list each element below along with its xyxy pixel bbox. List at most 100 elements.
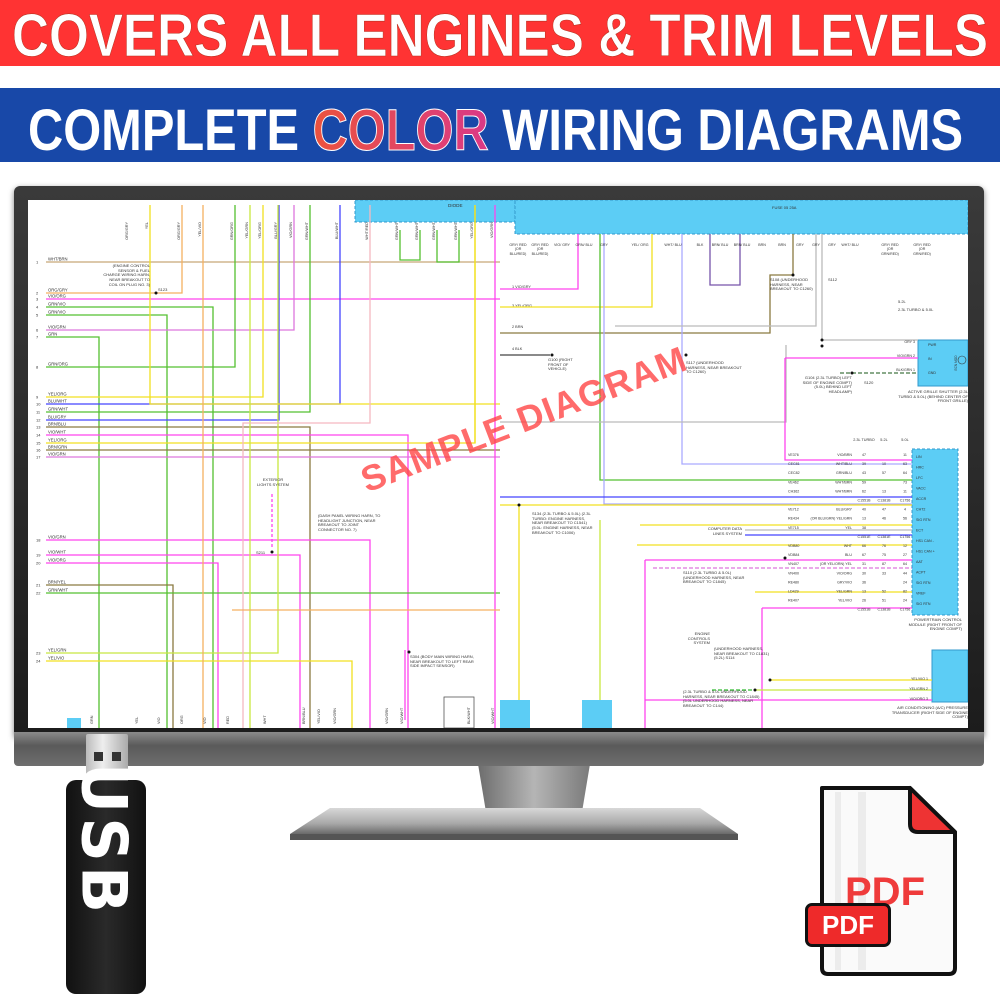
wire-gry-3 xyxy=(500,345,787,423)
pin-table-cell: C1381B xyxy=(878,608,892,612)
wire-row-13 xyxy=(46,426,311,728)
pin-table-cell: GRN/BLU xyxy=(836,471,852,475)
splice-dot xyxy=(791,273,795,277)
powertrain-control-module-box xyxy=(911,448,959,616)
row-wire-label: BLU/WHT xyxy=(48,399,67,404)
splice-dot xyxy=(270,550,274,554)
pin-table-cell: CEC82 xyxy=(788,471,800,475)
top-wire-label: YEL/GRN xyxy=(245,222,249,239)
wire-gry xyxy=(821,234,918,341)
pin-table-cell: 13 xyxy=(882,489,886,493)
wire-yel xyxy=(149,205,500,405)
top-wire-label: GRN/WHT xyxy=(454,221,458,240)
wire-row-14 xyxy=(46,434,409,728)
bottom-wire-label: WHT xyxy=(263,715,267,724)
grille-motor-label: ECN MOD xyxy=(954,355,958,371)
pin-table-cell: CEC81 xyxy=(788,462,800,466)
usb-connector xyxy=(86,734,128,784)
engine-header: 5.0L xyxy=(901,438,908,442)
ac-wire-label: YEL/GRN 2 xyxy=(909,687,928,691)
pin-table-cell: 73 xyxy=(903,480,907,484)
pin-table-cell: VN400 xyxy=(788,571,799,575)
headline-covers-all-engines: COVERS ALL ENGINES & TRIM LEVELS xyxy=(12,2,988,66)
top-wire-label: BLU/WHT xyxy=(335,221,339,239)
pin-table-cell: BLU/GRY xyxy=(836,508,852,512)
wire-gry-2 xyxy=(615,234,817,327)
pin-table-cell: 62 xyxy=(862,489,866,493)
pcm-pin-label: VACC xyxy=(916,487,926,491)
wire-row-8 xyxy=(46,205,236,368)
wire-grn-wht-loop xyxy=(399,230,421,261)
pin-table-cell: LD429 xyxy=(788,590,799,594)
pin-table-cell: 31 xyxy=(862,562,866,566)
top-wire-label: GRN/WHT xyxy=(395,221,399,240)
row-wire-label: GRN/WHT xyxy=(48,407,68,412)
pin-table-cell: VE462 xyxy=(788,480,799,484)
wire-row-5 xyxy=(46,314,168,728)
row-number: 10 xyxy=(36,402,41,407)
row-wire-label: VIO/WHT xyxy=(48,430,66,435)
pin-table-cell: 52 xyxy=(882,590,886,594)
pin-table-cell: C1381E xyxy=(878,535,892,539)
pcm-pin-label: SIG RTN xyxy=(916,518,931,522)
splice-dot xyxy=(517,503,521,507)
pdf-badge: PDF xyxy=(805,903,891,947)
pin-table-cell: 59 xyxy=(862,480,866,484)
wire-brn-blu-loop xyxy=(709,234,741,286)
ac-pressure-transducer-box xyxy=(931,649,968,703)
row-wire-label: VIO/GRN xyxy=(48,535,66,540)
wire-row-9 xyxy=(46,205,264,398)
pin-table-cell: VN407 xyxy=(788,562,799,566)
row-wire-label: BLU/GRY xyxy=(48,415,67,420)
row-number: 18 xyxy=(36,538,41,543)
row-wire-label: WHT/BRN xyxy=(48,257,68,262)
pin-table-cell: 10 xyxy=(882,462,886,466)
row-number: 2 xyxy=(36,291,39,296)
pdf-file-icon: PDF PDF xyxy=(800,780,970,980)
pin-table-cell: C1551B xyxy=(858,499,872,503)
bottom-wire-label: VIO xyxy=(203,717,207,724)
top-wire-label: VIO/GRN xyxy=(490,222,494,238)
top-wire-label: ORG/GRY xyxy=(125,222,129,240)
pin-table-cell: 51 xyxy=(882,599,886,603)
pin-table-cell: 44 xyxy=(903,571,907,575)
connector-pin-label: 2 BRN xyxy=(512,325,523,329)
pin-table-cell: 39 xyxy=(862,462,866,466)
row-wire-label: VIO/WHT xyxy=(48,550,66,555)
row-wire-label: VIO/GRN xyxy=(48,452,66,457)
pin-table-cell: 24 xyxy=(903,599,907,603)
wire-yel-org-r xyxy=(500,234,653,308)
wire-wht-red xyxy=(242,205,371,728)
bottom-wire-label: VIO/GRN xyxy=(385,708,389,724)
pin-table-cell: 36 xyxy=(862,580,866,584)
bottom-wire-label: YEL xyxy=(135,717,139,724)
pin-table-cell: (OR YEL/ORN) YEL xyxy=(820,562,852,566)
pin-table-cell: WHT/BRN xyxy=(835,489,852,493)
splice-dot xyxy=(684,353,688,357)
row-wire-label: YEL/ORG xyxy=(48,392,67,397)
pcm-pin-label: AAT xyxy=(916,560,924,564)
engine-header: 2.3L TURBO xyxy=(853,438,875,442)
pin-table-cell: 64 xyxy=(903,471,907,475)
wire-gry-blu xyxy=(603,234,912,505)
pin-table-cell: VE712 xyxy=(788,508,799,512)
wire-row-11 xyxy=(46,205,311,413)
pin-table-cell: C1756 xyxy=(900,535,911,539)
wire-row-7 xyxy=(46,336,100,728)
headline-color-word: COLOR xyxy=(313,98,489,162)
pin-table-cell: 87 xyxy=(882,562,886,566)
diode-label: DIODE xyxy=(448,203,463,208)
splice-dot xyxy=(407,650,411,654)
bottom-wire-label: GRN xyxy=(90,715,94,724)
row-number: 20 xyxy=(36,561,41,566)
bottom-wire-label: VIO/WHT xyxy=(400,707,404,724)
engine-header: 5.2L xyxy=(880,438,887,442)
bottom-wire-label: VIO/WHT xyxy=(491,707,495,724)
row-wire-label: VIO/GRN xyxy=(48,325,66,330)
pcm-pin-label: HRC xyxy=(916,466,924,470)
row-number: 3 xyxy=(36,297,39,302)
top-wire-label: VIO/GRN xyxy=(289,222,293,238)
usb-label: USB xyxy=(67,762,141,918)
row-number: 19 xyxy=(36,553,41,558)
sensor-box-1 xyxy=(500,700,530,728)
